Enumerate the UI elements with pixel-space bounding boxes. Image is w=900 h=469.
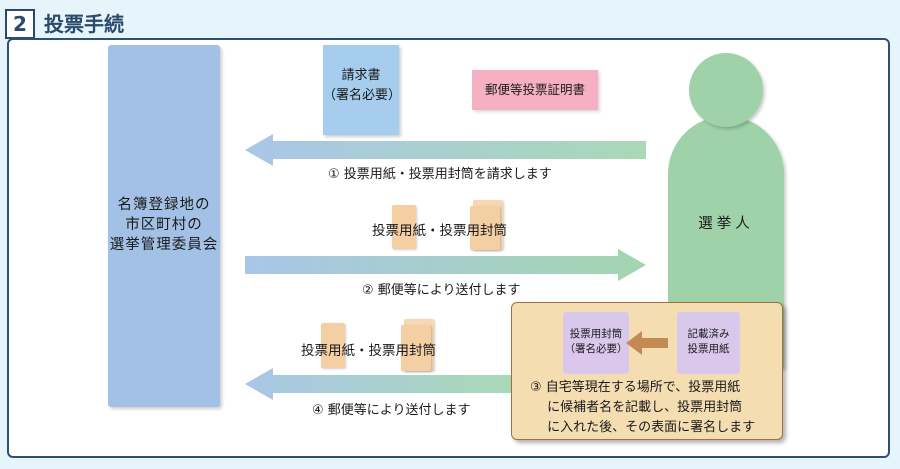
- items-returned-label: 投票用紙・投票用封筒: [301, 343, 436, 359]
- items-sent-label: 投票用紙・投票用封筒: [372, 223, 507, 239]
- right-arrow-icon: [245, 249, 646, 281]
- step-1-label: ① 投票用紙・投票用封筒を請求します: [328, 167, 552, 182]
- ballot-paper-icon: [321, 323, 345, 368]
- filled-ballot-label: 記載済み 投票用紙: [687, 328, 730, 355]
- section-title: 投票手続: [44, 12, 124, 36]
- step-3-description: ③ 自宅等現在する場所で、投票用紙 に候補者名を記載し、投票用封筒 に入れた後、…: [530, 380, 756, 435]
- envelope-icon: [401, 325, 431, 371]
- committee-label: 名簿登録地の 市区町村の 選挙管理委員会: [109, 197, 219, 253]
- voting-envelope-document: 投票用封筒 （署名必要）: [563, 312, 629, 374]
- request-form-document: 請求書 （署名必要）: [323, 45, 401, 135]
- step-2-label: ② 郵便等により送付します: [362, 283, 521, 298]
- ballot-paper-icon: [392, 205, 416, 249]
- voting-envelope-label: 投票用封筒 （署名必要）: [564, 328, 628, 355]
- step-4-label: ④ 郵便等により送付します: [312, 403, 471, 418]
- left-arrow-icon: [245, 134, 646, 166]
- certificate-document: 郵便等投票証明書: [472, 70, 598, 110]
- voter-figure-head: [689, 53, 763, 127]
- filled-ballot-document: 記載済み 投票用紙: [677, 312, 740, 374]
- envelope-icon: [470, 206, 500, 250]
- section-number: 2: [5, 9, 35, 39]
- left-arrow-icon: [626, 331, 668, 355]
- left-arrow-icon: [245, 368, 514, 400]
- election-committee-box: 名簿登録地の 市区町村の 選挙管理委員会: [108, 45, 220, 407]
- voter-label: 選挙人: [698, 216, 754, 232]
